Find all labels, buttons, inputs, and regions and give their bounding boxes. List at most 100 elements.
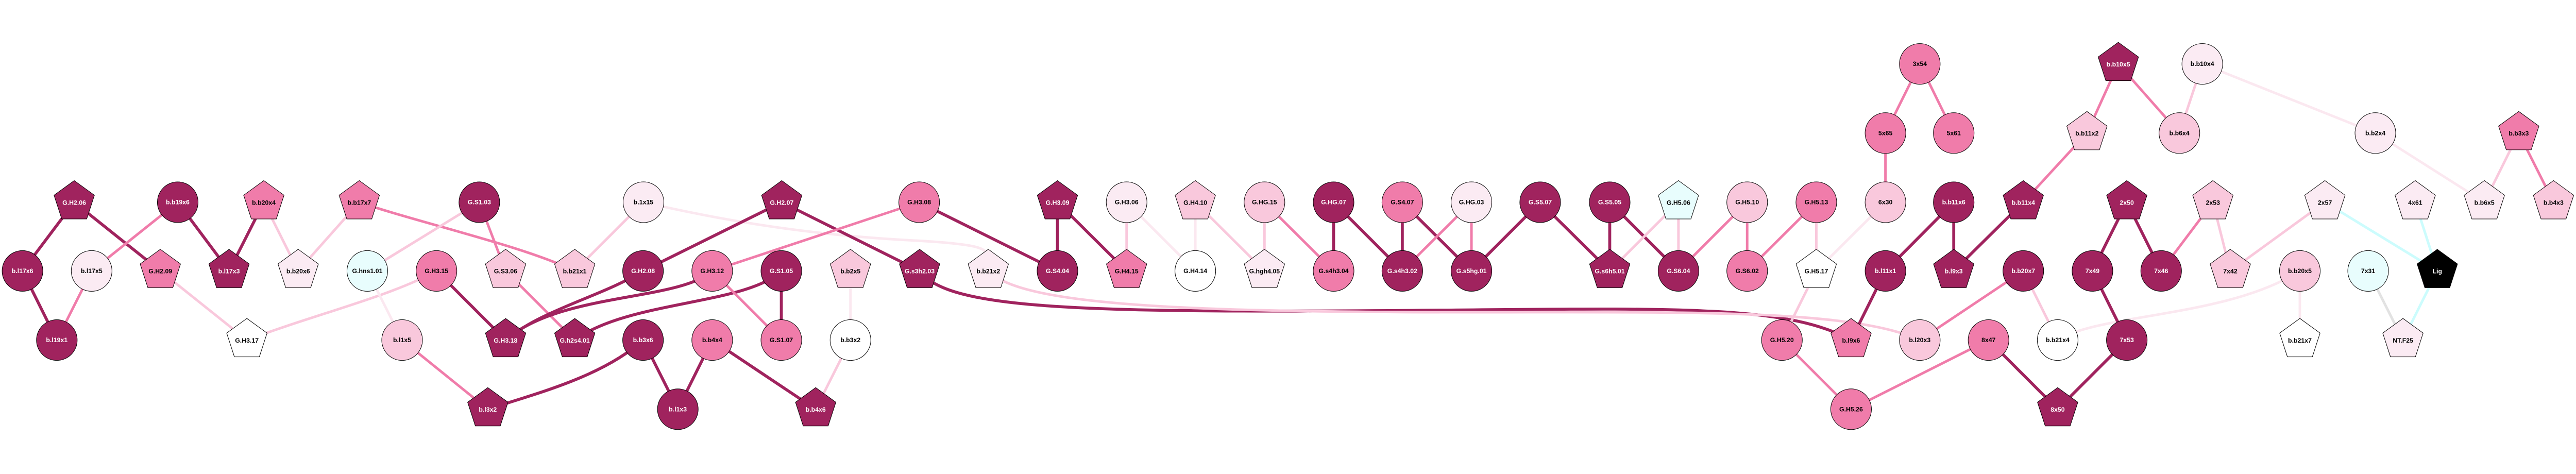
graph-node[interactable]: G.H2.08: [622, 250, 664, 292]
graph-node[interactable]: G.S1.07: [760, 319, 802, 361]
graph-node[interactable]: 8x50: [2037, 387, 2078, 427]
graph-node[interactable]: 2x50: [2106, 180, 2147, 219]
graph-node[interactable]: b.1x15: [622, 181, 664, 223]
graph-node[interactable]: G.H3.17: [226, 318, 267, 358]
graph-node[interactable]: 8x47: [1968, 319, 2009, 361]
graph-node[interactable]: b.b20x4: [243, 180, 284, 219]
graph-node[interactable]: b.b4x4: [691, 319, 733, 361]
graph-node[interactable]: G.H3.18: [485, 318, 527, 358]
graph-node[interactable]: b.l1x3: [657, 388, 699, 430]
graph-node[interactable]: G.H5.13: [1795, 181, 1837, 223]
graph-node[interactable]: G.H3.15: [416, 250, 457, 292]
graph-node[interactable]: G.H2.06: [54, 180, 95, 219]
graph-node[interactable]: G.H4.10: [1175, 180, 1216, 219]
graph-node[interactable]: 2x53: [2192, 180, 2234, 219]
graph-node[interactable]: G.hgh4.05: [1244, 249, 1285, 288]
graph-node[interactable]: b.l17x5: [71, 250, 112, 292]
graph-node[interactable]: b.b21x1: [554, 249, 596, 288]
graph-node[interactable]: G.s3h2.03: [899, 249, 940, 288]
graph-node[interactable]: G.s4h3.04: [1313, 250, 1354, 292]
graph-node[interactable]: b.l1x5: [381, 319, 423, 361]
graph-node[interactable]: G.H5.20: [1761, 319, 1803, 361]
graph-node[interactable]: G.H5.17: [1795, 249, 1837, 288]
graph-node[interactable]: G.S4.07: [1381, 181, 1423, 223]
graph-node[interactable]: 7x46: [2140, 250, 2182, 292]
graph-node[interactable]: b.b10x4: [2181, 43, 2223, 85]
graph-node[interactable]: G.H5.26: [1830, 388, 1872, 430]
graph-node[interactable]: 6x30: [1865, 181, 1906, 223]
graph-node[interactable]: b.b21x2: [968, 249, 1009, 288]
graph-node[interactable]: 7x42: [2210, 249, 2251, 288]
graph-node[interactable]: b.b3x2: [829, 319, 871, 361]
graph-node[interactable]: G.h2s4.01: [554, 318, 596, 358]
graph-node[interactable]: b.b21x7: [2279, 318, 2320, 358]
graph-node[interactable]: G.H3.09: [1037, 180, 1078, 219]
graph-node[interactable]: b.b17x7: [338, 180, 380, 219]
graph-node[interactable]: b.b3x6: [622, 319, 664, 361]
graph-node[interactable]: 7x53: [2106, 319, 2148, 361]
graph-node[interactable]: b.b20x6: [278, 249, 319, 288]
graph-node[interactable]: G.H3.08: [899, 181, 940, 223]
graph-node[interactable]: G.hns1.01: [346, 250, 388, 292]
graph-node[interactable]: 3x54: [1899, 43, 1941, 85]
graph-node[interactable]: G.HG.15: [1244, 181, 1285, 223]
node-label: G.H2.06: [62, 199, 86, 206]
graph-node[interactable]: G.S6.04: [1657, 250, 1699, 292]
graph-node[interactable]: NT.F25: [2382, 318, 2424, 358]
graph-node[interactable]: 5x61: [1933, 112, 1975, 154]
graph-node[interactable]: b.b10x5: [2097, 42, 2139, 81]
pentagon-node-shape: [2106, 180, 2147, 219]
graph-node[interactable]: b.b11x6: [1933, 181, 1975, 223]
graph-node[interactable]: G.H2.07: [761, 180, 803, 219]
graph-node[interactable]: b.l17x3: [208, 249, 250, 288]
circle-node-shape: [1381, 250, 1423, 292]
graph-node[interactable]: G.S6.02: [1726, 250, 1768, 292]
graph-node[interactable]: G.S3.06: [485, 249, 527, 288]
graph-node[interactable]: b.b6x5: [2464, 180, 2505, 219]
graph-node[interactable]: 7x31: [2347, 250, 2389, 292]
graph-node[interactable]: b.b11x4: [2003, 180, 2044, 219]
graph-node[interactable]: G.H3.06: [1106, 181, 1147, 223]
graph-node[interactable]: b.l19x1: [36, 319, 78, 361]
graph-node[interactable]: 2x57: [2304, 180, 2346, 219]
graph-node[interactable]: b.b20x5: [2279, 250, 2321, 292]
graph-node[interactable]: G.S5.07: [1519, 181, 1561, 223]
graph-node[interactable]: G.s5hg.01: [1451, 250, 1493, 292]
graph-node[interactable]: b.b11x2: [2066, 111, 2108, 150]
graph-node[interactable]: G.S1.03: [459, 181, 500, 223]
graph-node[interactable]: b.l3x2: [467, 387, 509, 427]
graph-node[interactable]: 5x65: [1865, 112, 1906, 154]
graph-node[interactable]: b.b3x3: [2498, 111, 2539, 150]
circle-node-shape: [1761, 319, 1803, 361]
graph-node[interactable]: Lig: [2417, 249, 2458, 288]
graph-node[interactable]: 4x61: [2395, 180, 2436, 219]
graph-node[interactable]: b.l9x6: [1831, 318, 1872, 358]
graph-node[interactable]: G.S1.05: [760, 250, 802, 292]
graph-node[interactable]: b.b20x7: [2003, 250, 2044, 292]
graph-node[interactable]: b.b4x6: [795, 387, 837, 427]
graph-node[interactable]: b.l17x6: [2, 250, 43, 292]
graph-node[interactable]: G.H2.09: [140, 249, 181, 288]
graph-node[interactable]: G.H5.06: [1658, 180, 1699, 219]
graph-node[interactable]: G.HG.07: [1313, 181, 1354, 223]
circle-node-shape: [157, 181, 198, 223]
graph-node[interactable]: b.l20x3: [1899, 319, 1941, 361]
graph-node[interactable]: G.H4.15: [1106, 249, 1147, 288]
graph-node[interactable]: G.s6h5.01: [1589, 249, 1631, 288]
graph-node[interactable]: b.b2x4: [2354, 112, 2396, 154]
graph-node[interactable]: G.s4h3.02: [1381, 250, 1423, 292]
graph-node[interactable]: G.HG.03: [1451, 181, 1493, 223]
graph-node[interactable]: b.b2x5: [829, 249, 871, 288]
graph-node[interactable]: b.b6x4: [2159, 112, 2200, 154]
graph-node[interactable]: G.H5.10: [1726, 181, 1768, 223]
graph-node[interactable]: 7x49: [2072, 250, 2113, 292]
graph-node[interactable]: b.b4x3: [2533, 180, 2574, 219]
graph-node[interactable]: G.H3.12: [691, 250, 733, 292]
graph-node[interactable]: G.H4.14: [1175, 250, 1216, 292]
graph-node[interactable]: b.b21x4: [2037, 319, 2078, 361]
graph-node[interactable]: b.b19x6: [157, 181, 198, 223]
graph-node[interactable]: G.S4.04: [1037, 250, 1078, 292]
graph-node[interactable]: b.l9x3: [1933, 249, 1974, 288]
graph-node[interactable]: G.S5.05: [1589, 181, 1631, 223]
graph-node[interactable]: b.l11x1: [1865, 250, 1906, 292]
